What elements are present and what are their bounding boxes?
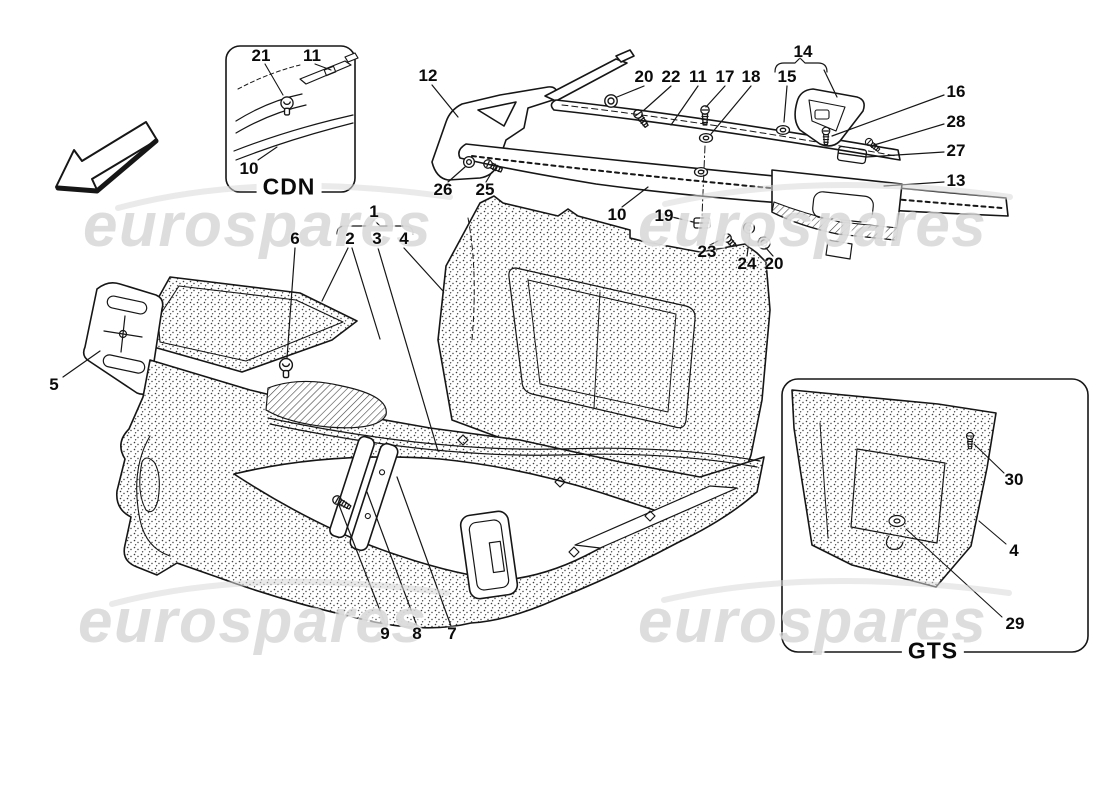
- inset-gts: [781, 378, 1089, 653]
- callout-6: 6: [290, 229, 300, 248]
- leader-lines: [62, 57, 945, 627]
- callout-8: 8: [412, 624, 422, 643]
- sill-part-10: [458, 143, 1009, 217]
- callout-3: 3: [372, 229, 382, 248]
- floor-carpet: [115, 359, 765, 629]
- callout-18: 18: [741, 67, 761, 86]
- rear-shelf-trim-assembly: [431, 49, 1009, 260]
- callout-26: 26: [433, 180, 453, 199]
- callout-25: 25: [475, 180, 495, 199]
- callout-11: 11: [689, 67, 707, 86]
- callout-10: 10: [607, 205, 627, 224]
- callout-gts-29: 29: [1005, 614, 1025, 633]
- retainer-strips: [329, 435, 399, 552]
- callout-28: 28: [946, 112, 966, 131]
- callout-17: 17: [715, 67, 735, 86]
- callout-27: 27: [946, 141, 966, 160]
- callout-15: 15: [777, 67, 797, 86]
- callout-gts-4: 4: [1009, 541, 1019, 560]
- callout-1: 1: [369, 202, 379, 221]
- callout-19: 19: [654, 206, 674, 225]
- flap-part-14: [794, 88, 865, 147]
- callout-14: 14: [793, 42, 813, 61]
- callout-cdn-21: 21: [251, 46, 271, 65]
- callout-22: 22: [661, 67, 681, 86]
- callout-7: 7: [447, 624, 457, 643]
- fasteners: [462, 94, 882, 253]
- callout-16: 16: [946, 82, 966, 101]
- callout-9: 9: [380, 624, 390, 643]
- callout-5: 5: [49, 375, 59, 394]
- direction-arrow-icon: [55, 121, 159, 194]
- callout-20b: 20: [764, 254, 784, 273]
- callout-23: 23: [697, 242, 717, 261]
- inset-gts-label: GTS: [901, 639, 965, 663]
- gts-carpet-panel: [791, 389, 997, 588]
- callout-20: 20: [634, 67, 654, 86]
- shelf-carpet: [146, 276, 358, 379]
- callout-13: 13: [946, 171, 966, 190]
- inset-cdn-label: CDN: [256, 175, 322, 199]
- callout-cdn-11: 11: [303, 46, 321, 65]
- callout-gts-30: 30: [1004, 470, 1024, 489]
- callout-24: 24: [737, 254, 757, 273]
- callout-12: 12: [418, 66, 438, 85]
- callout-cdn-10: 10: [239, 159, 259, 178]
- callout-4: 4: [399, 229, 409, 248]
- callout-2: 2: [345, 229, 355, 248]
- rail-part-11: [550, 99, 901, 161]
